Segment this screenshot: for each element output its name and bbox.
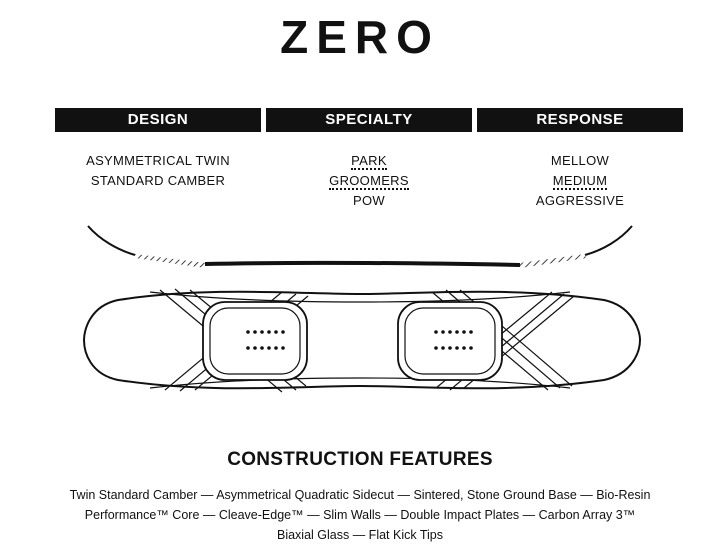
construction-line: Twin Standard Camber — Asymmetrical Quad… [69,488,651,502]
response-item: MELLOW [550,153,610,168]
board-top-view [82,288,642,393]
design-item: STANDARD CAMBER [90,173,226,188]
design-header: DESIGN [55,108,261,132]
construction-line: Biaxial Glass — Flat Kick Tips [276,528,443,542]
construction-features: Twin Standard Camber — Asymmetrical Quad… [40,485,680,545]
left-binding-insert-pack [202,301,308,381]
specialty-column: SPECIALTY PARK GROOMERS POW [266,108,472,211]
specialty-item: POW [353,193,385,208]
construction-line: Performance™ Core — Cleave-Edge™ — Slim … [84,508,636,522]
design-item: ASYMMETRICAL TWIN [86,153,230,168]
right-binding-insert-pack [397,301,503,381]
specialty-item: PARK [351,153,387,170]
response-column: RESPONSE MELLOW MEDIUM AGGRESSIVE [477,108,683,211]
design-column: DESIGN ASYMMETRICAL TWIN STANDARD CAMBER [55,108,261,191]
specialty-item: GROOMERS [329,173,409,190]
response-item: AGGRESSIVE [535,193,625,208]
camber-profile [87,225,633,268]
specialty-header: SPECIALTY [266,108,472,132]
response-item: MEDIUM [552,173,608,190]
response-header: RESPONSE [477,108,683,132]
board-title: ZERO [280,11,440,63]
construction-title: CONSTRUCTION FEATURES [227,449,493,470]
